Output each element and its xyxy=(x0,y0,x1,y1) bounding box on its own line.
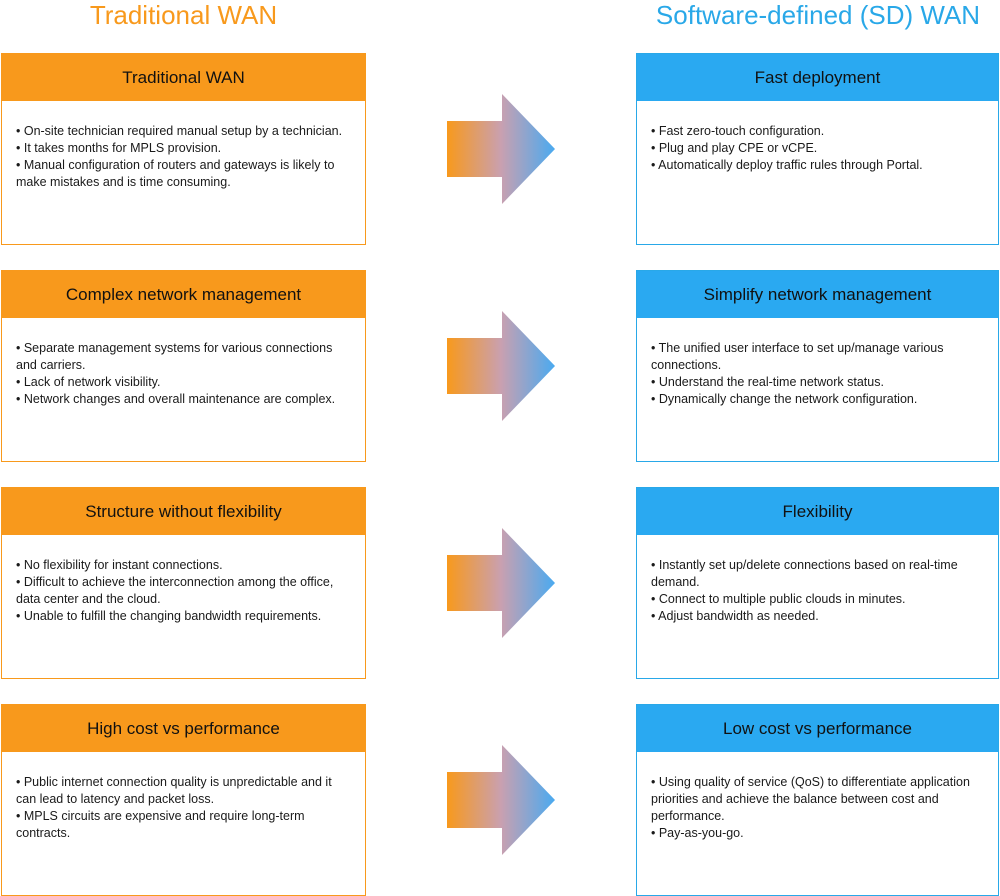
bullet-item: • Lack of network visibility. xyxy=(16,375,161,389)
bullet-item: • Connect to multiple public clouds in m… xyxy=(651,592,906,606)
traditional-card-3: Structure without flexibility • No flexi… xyxy=(1,487,366,679)
bullet-item: • Instantly set up/delete connections ba… xyxy=(651,558,958,589)
traditional-card-body: • Public internet connection quality is … xyxy=(2,752,365,842)
bullet-item: • Separate management systems for variou… xyxy=(16,341,333,372)
transition-arrow-icon xyxy=(447,311,557,421)
bullet-list: • Public internet connection quality is … xyxy=(16,774,355,842)
sdwan-card-heading: Fast deployment xyxy=(637,54,998,101)
bullet-item: • Dynamically change the network configu… xyxy=(651,392,918,406)
bullet-item: • Pay-as-you-go. xyxy=(651,826,744,840)
transition-arrow-icon xyxy=(447,528,557,638)
traditional-card-body: • No flexibility for instant connections… xyxy=(2,535,365,625)
sdwan-card-1: Fast deployment • Fast zero-touch config… xyxy=(636,53,999,245)
bullet-list: • The unified user interface to set up/m… xyxy=(651,340,988,408)
bullet-item: • Automatically deploy traffic rules thr… xyxy=(651,158,923,172)
traditional-card-heading: Traditional WAN xyxy=(2,54,365,101)
bullet-item: • Using quality of service (QoS) to diff… xyxy=(651,775,970,823)
traditional-card-heading: Complex network management xyxy=(2,271,365,318)
traditional-card-heading: Structure without flexibility xyxy=(2,488,365,535)
bullet-item: • Adjust bandwidth as needed. xyxy=(651,609,819,623)
traditional-card-heading: High cost vs performance xyxy=(2,705,365,752)
sdwan-card-3: Flexibility • Instantly set up/delete co… xyxy=(636,487,999,679)
bullet-list: • On-site technician required manual set… xyxy=(16,123,355,191)
right-column-title: Software-defined (SD) WAN xyxy=(655,0,981,30)
sdwan-card-heading: Flexibility xyxy=(637,488,998,535)
left-column-title: Traditional WAN xyxy=(89,0,278,30)
bullet-item: • Understand the real-time network statu… xyxy=(651,375,884,389)
sdwan-card-4: Low cost vs performance • Using quality … xyxy=(636,704,999,896)
sdwan-card-body: • Fast zero-touch configuration. • Plug … xyxy=(637,101,998,174)
bullet-list: • Fast zero-touch configuration. • Plug … xyxy=(651,123,988,174)
bullet-item: • Plug and play CPE or vCPE. xyxy=(651,141,818,155)
bullet-item: • Manual configuration of routers and ga… xyxy=(16,158,335,189)
bullet-item: • Difficult to achieve the interconnecti… xyxy=(16,575,334,606)
bullet-item: • MPLS circuits are expensive and requir… xyxy=(16,809,305,840)
bullet-item: • No flexibility for instant connections… xyxy=(16,558,223,572)
traditional-card-body: • Separate management systems for variou… xyxy=(2,318,365,408)
sdwan-card-body: • Instantly set up/delete connections ba… xyxy=(637,535,998,625)
traditional-card-1: Traditional WAN • On-site technician req… xyxy=(1,53,366,245)
sdwan-card-heading: Low cost vs performance xyxy=(637,705,998,752)
traditional-card-4: High cost vs performance • Public intern… xyxy=(1,704,366,896)
bullet-list: • Instantly set up/delete connections ba… xyxy=(651,557,988,625)
sdwan-card-body: • The unified user interface to set up/m… xyxy=(637,318,998,408)
bullet-item: • Network changes and overall maintenanc… xyxy=(16,392,336,406)
sdwan-card-body: • Using quality of service (QoS) to diff… xyxy=(637,752,998,842)
sdwan-card-2: Simplify network management • The unifie… xyxy=(636,270,999,462)
bullet-list: • No flexibility for instant connections… xyxy=(16,557,355,625)
bullet-item: • Fast zero-touch configuration. xyxy=(651,124,825,138)
transition-arrow-icon xyxy=(447,745,557,855)
traditional-card-2: Complex network management • Separate ma… xyxy=(1,270,366,462)
sdwan-card-heading: Simplify network management xyxy=(637,271,998,318)
transition-arrow-icon xyxy=(447,94,557,204)
bullet-item: • The unified user interface to set up/m… xyxy=(651,341,944,372)
bullet-list: • Separate management systems for variou… xyxy=(16,340,355,408)
bullet-item: • It takes months for MPLS provision. xyxy=(16,141,222,155)
bullet-list: • Using quality of service (QoS) to diff… xyxy=(651,774,988,842)
bullet-item: • Public internet connection quality is … xyxy=(16,775,332,806)
bullet-item: • Unable to fulfill the changing bandwid… xyxy=(16,609,322,623)
bullet-item: • On-site technician required manual set… xyxy=(16,124,343,138)
traditional-card-body: • On-site technician required manual set… xyxy=(2,101,365,191)
